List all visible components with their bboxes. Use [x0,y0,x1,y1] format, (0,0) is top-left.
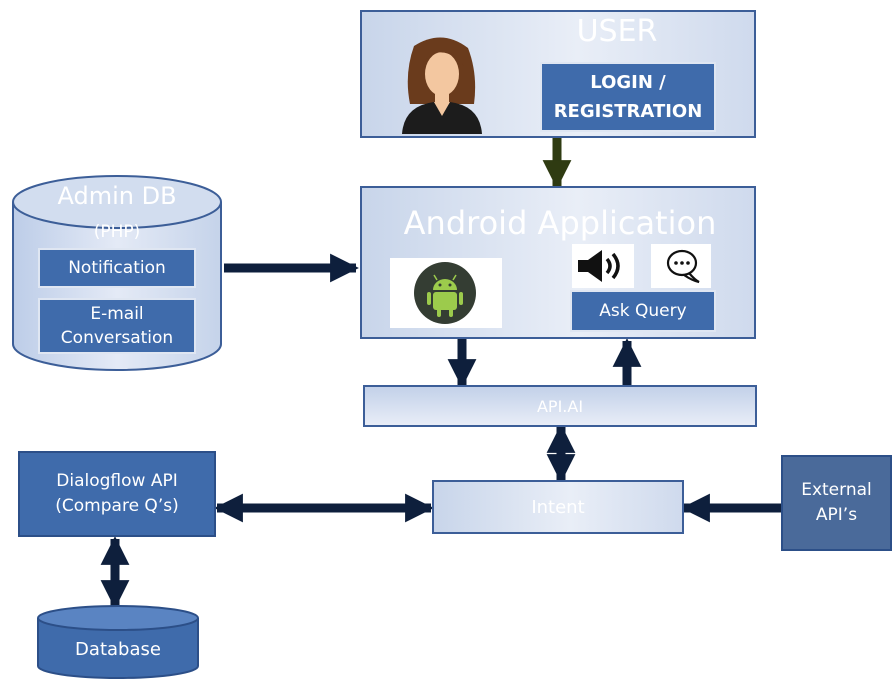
api-ai-box: API.AI [363,385,757,427]
user-box: USER LOGIN / REGISTRATION [360,10,756,138]
intent-label: Intent [531,496,585,518]
database-cylinder [37,605,199,679]
android-app-title: Android Application [403,204,717,242]
notification-label: Notification [68,258,166,278]
android-icon [414,262,476,324]
database-label: Database [75,638,161,660]
speaker-tile [572,244,634,288]
email-conversation-label: E-mail Conversation [60,304,174,348]
dialogflow-api-box: Dialogflow API (Compare Q’s) [18,451,216,537]
user-avatar-icon [402,37,482,134]
ask-query-button[interactable]: Ask Query [570,290,716,332]
user-title: USER [576,14,658,49]
android-app-box: Android Application [360,186,756,339]
external-apis-box: External API’s [781,455,892,551]
external-apis-label: External API’s [801,480,872,525]
notification-button[interactable]: Notification [38,248,196,288]
chat-icon [666,249,700,284]
login-registration-button[interactable]: LOGIN / REGISTRATION [540,62,716,132]
speaker-icon [578,250,620,282]
chat-tile [651,244,711,288]
ask-query-label: Ask Query [599,301,687,321]
intent-box: Intent [432,480,684,534]
dialogflow-api-label: Dialogflow API (Compare Q’s) [55,471,179,516]
admin-db-subtitle: (PHP) [93,222,141,242]
api-ai-label: API.AI [536,396,584,416]
android-logo-tile [390,258,502,328]
admin-db-title: Admin DB [57,182,177,210]
login-registration-label: LOGIN / REGISTRATION [553,72,703,122]
email-conversation-button[interactable]: E-mail Conversation [38,298,196,354]
